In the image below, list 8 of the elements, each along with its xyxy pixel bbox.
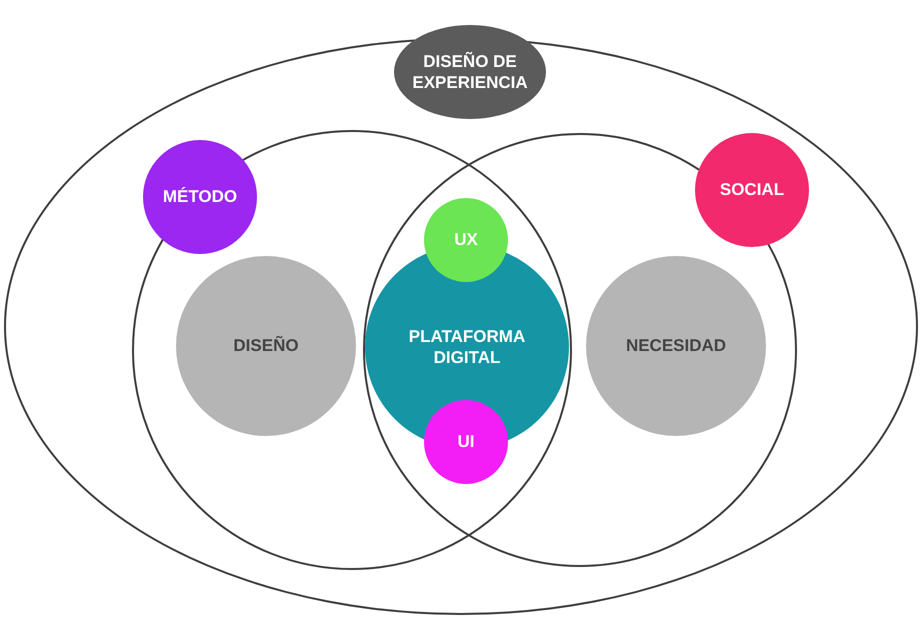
circle-label: UI	[458, 431, 474, 453]
circle-label: DISEÑO	[233, 335, 299, 357]
circle-label: UX	[454, 229, 478, 251]
circle-label: NECESIDAD	[626, 335, 726, 357]
circle-label: DISEÑO DE EXPERIENCIA	[411, 50, 529, 94]
circle-label: PLATAFORMA DIGITAL	[408, 326, 526, 368]
circle-label: SOCIAL	[720, 179, 784, 201]
circle-label: MÉTODO	[162, 186, 238, 208]
